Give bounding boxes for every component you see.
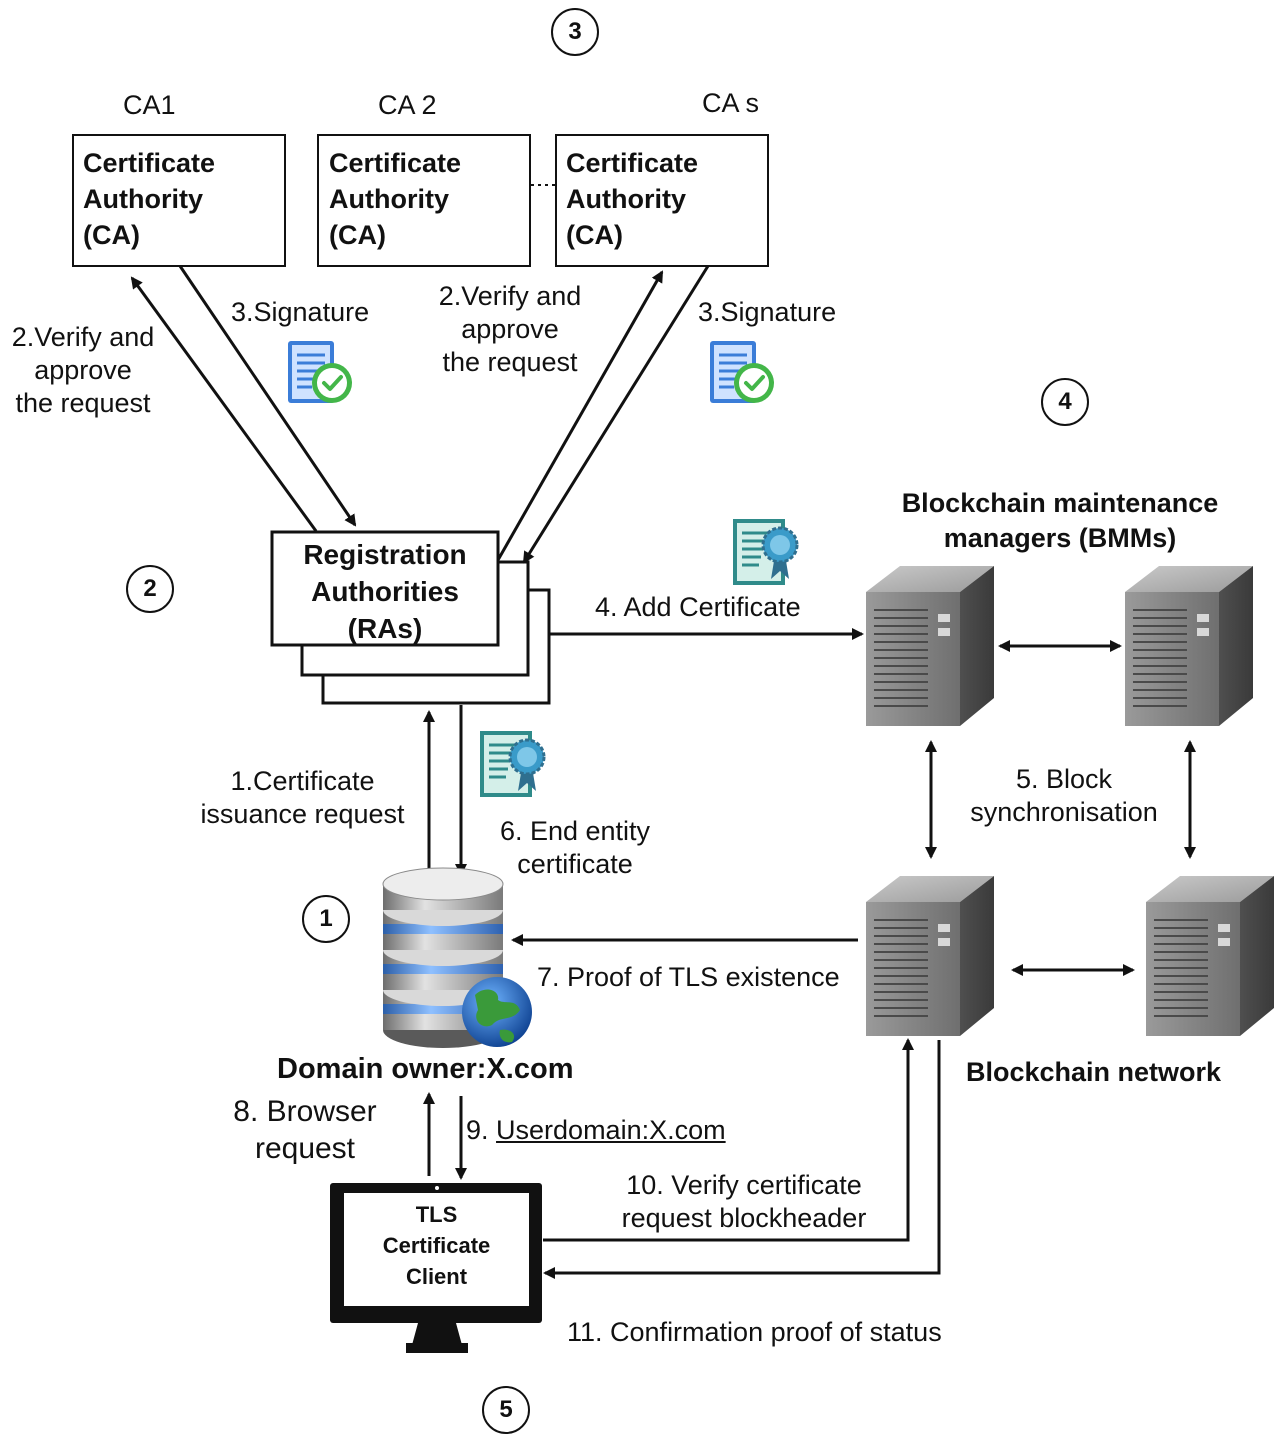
ca-tag-2: CA 2: [378, 90, 437, 120]
flow-2-left-label: 2.Verify and approve the request: [11, 322, 155, 418]
flow-9-prefix: 9.: [466, 1115, 497, 1145]
certificate-ribbon-icon: [731, 517, 799, 587]
ca-tag-s: CA s: [702, 88, 760, 118]
ca-title-1: Certificate Authority (CA): [83, 148, 216, 250]
flow-10-label: 10. Verify certificate request blockhead…: [621, 1170, 867, 1233]
flow-3-right-label: 3.Signature: [698, 297, 837, 327]
ca-boxes: [72, 134, 769, 267]
arrow-10-verify: [543, 1038, 914, 1242]
flow-11-label: 11. Confirmation proof of status: [567, 1317, 942, 1347]
flow-3-left-label: 3.Signature: [231, 297, 370, 327]
bmm-title: Blockchain maintenance managers (BMMs): [901, 488, 1219, 553]
step-marker-2: 2: [126, 565, 174, 613]
flow-4-label: 4. Add Certificate: [595, 592, 801, 622]
blockchain-network-label: Blockchain network: [966, 1057, 1222, 1087]
arrow-3-right: [522, 265, 710, 564]
arrow-11-confirmation: [543, 1040, 941, 1279]
ca-title-2: Certificate Authority (CA): [329, 148, 462, 250]
step-marker-4: 4: [1041, 378, 1089, 426]
step-marker-5: 5: [482, 1386, 530, 1434]
arrow-2-left: [130, 276, 318, 532]
ra-stack: [270, 530, 551, 705]
server-icon-bmm-1: [865, 565, 995, 727]
ra-title: Registration Authorities (RAs): [303, 539, 467, 644]
ca-box-2: [317, 134, 531, 267]
flow-9-label: 9. Userdomain:X.com: [466, 1114, 726, 1147]
ca-box-1: [72, 134, 286, 267]
ca-title-s: Certificate Authority (CA): [566, 148, 699, 250]
flow-2-right-label: 2.Verify and approve the request: [438, 281, 582, 377]
domain-owner-label: Domain owner:X.com: [277, 1053, 574, 1085]
signed-document-check-icon: [286, 339, 354, 405]
step-marker-3: 3: [551, 8, 599, 56]
server-icon-bmm-2: [1124, 565, 1254, 727]
flow-5-label: 5. Block synchronisation: [970, 764, 1158, 827]
certificate-ribbon-icon: [478, 729, 546, 799]
step-marker-1: 1: [302, 895, 350, 943]
monitor-icon: [330, 1183, 542, 1353]
server-icon-net-2: [1145, 875, 1275, 1037]
database-globe-icon: [382, 867, 532, 1048]
arrow-3-left: [178, 265, 357, 527]
flow-8-label: 8. Browser request: [233, 1095, 377, 1165]
flow-6-label: 6. End entity certificate: [499, 816, 651, 879]
server-icon-net-1: [865, 875, 995, 1037]
signed-document-check-icon: [708, 339, 776, 405]
ra-box: [270, 530, 500, 647]
userdomain-link[interactable]: Userdomain:X.com: [496, 1115, 726, 1145]
ca-tag-1: CA1: [123, 90, 176, 120]
arrow-2-right: [496, 270, 664, 561]
flow-1-label: 1.Certificate issuance request: [200, 766, 405, 829]
tls-client-title: TLS Certificate Client: [382, 1202, 491, 1289]
flow-7-label: 7. Proof of TLS existence: [537, 962, 840, 992]
ca-box-s: [555, 134, 769, 267]
